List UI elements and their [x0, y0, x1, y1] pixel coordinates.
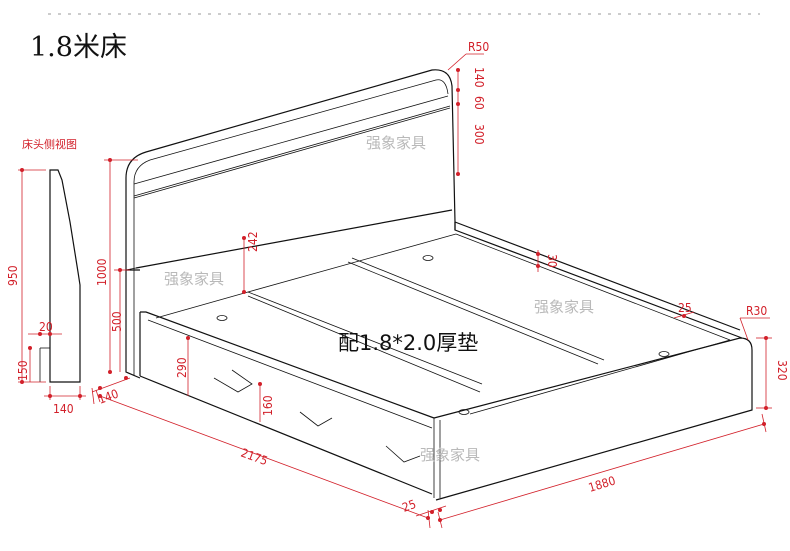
watermark-top: 强象家具	[366, 134, 426, 152]
dim-300: 300	[472, 124, 486, 145]
dim-320: 320	[775, 360, 789, 381]
dim-140-top: 140	[472, 67, 486, 88]
dim-25-side: 25	[678, 301, 692, 315]
dim-1000: 1000	[95, 258, 109, 286]
dim-1880: 1880	[587, 473, 617, 494]
dim-290: 290	[175, 357, 189, 378]
dim-242: 242	[246, 231, 260, 252]
headboard	[125, 69, 456, 271]
dim-side-20: 20	[39, 320, 53, 334]
watermark-right: 强象家具	[534, 298, 594, 316]
headboard-side-view	[18, 168, 86, 400]
side-view-title: 床头侧视图	[22, 137, 77, 151]
main-dimension-lines	[91, 53, 772, 529]
dim-r30: R30	[746, 304, 767, 318]
dim-500: 500	[110, 311, 124, 332]
watermark-bottom: 强象家具	[420, 446, 480, 464]
dim-2175: 2175	[239, 446, 270, 469]
dim-side-950: 950	[6, 265, 20, 286]
mattress-note: 配1.8*2.0厚垫	[338, 331, 478, 355]
page-title: 1.8米床	[30, 32, 127, 63]
dim-side-140: 140	[53, 402, 74, 416]
dim-r50: R50	[468, 40, 489, 54]
dim-side-150: 150	[16, 360, 30, 381]
dim-160: 160	[261, 395, 275, 416]
watermark-left: 强象家具	[164, 270, 224, 288]
dim-140-front: 140	[96, 387, 120, 407]
bed-frame	[125, 221, 753, 501]
dim-25-bottom: 25	[400, 497, 418, 515]
dim-30: 30	[545, 254, 559, 268]
dim-60: 60	[472, 96, 486, 110]
